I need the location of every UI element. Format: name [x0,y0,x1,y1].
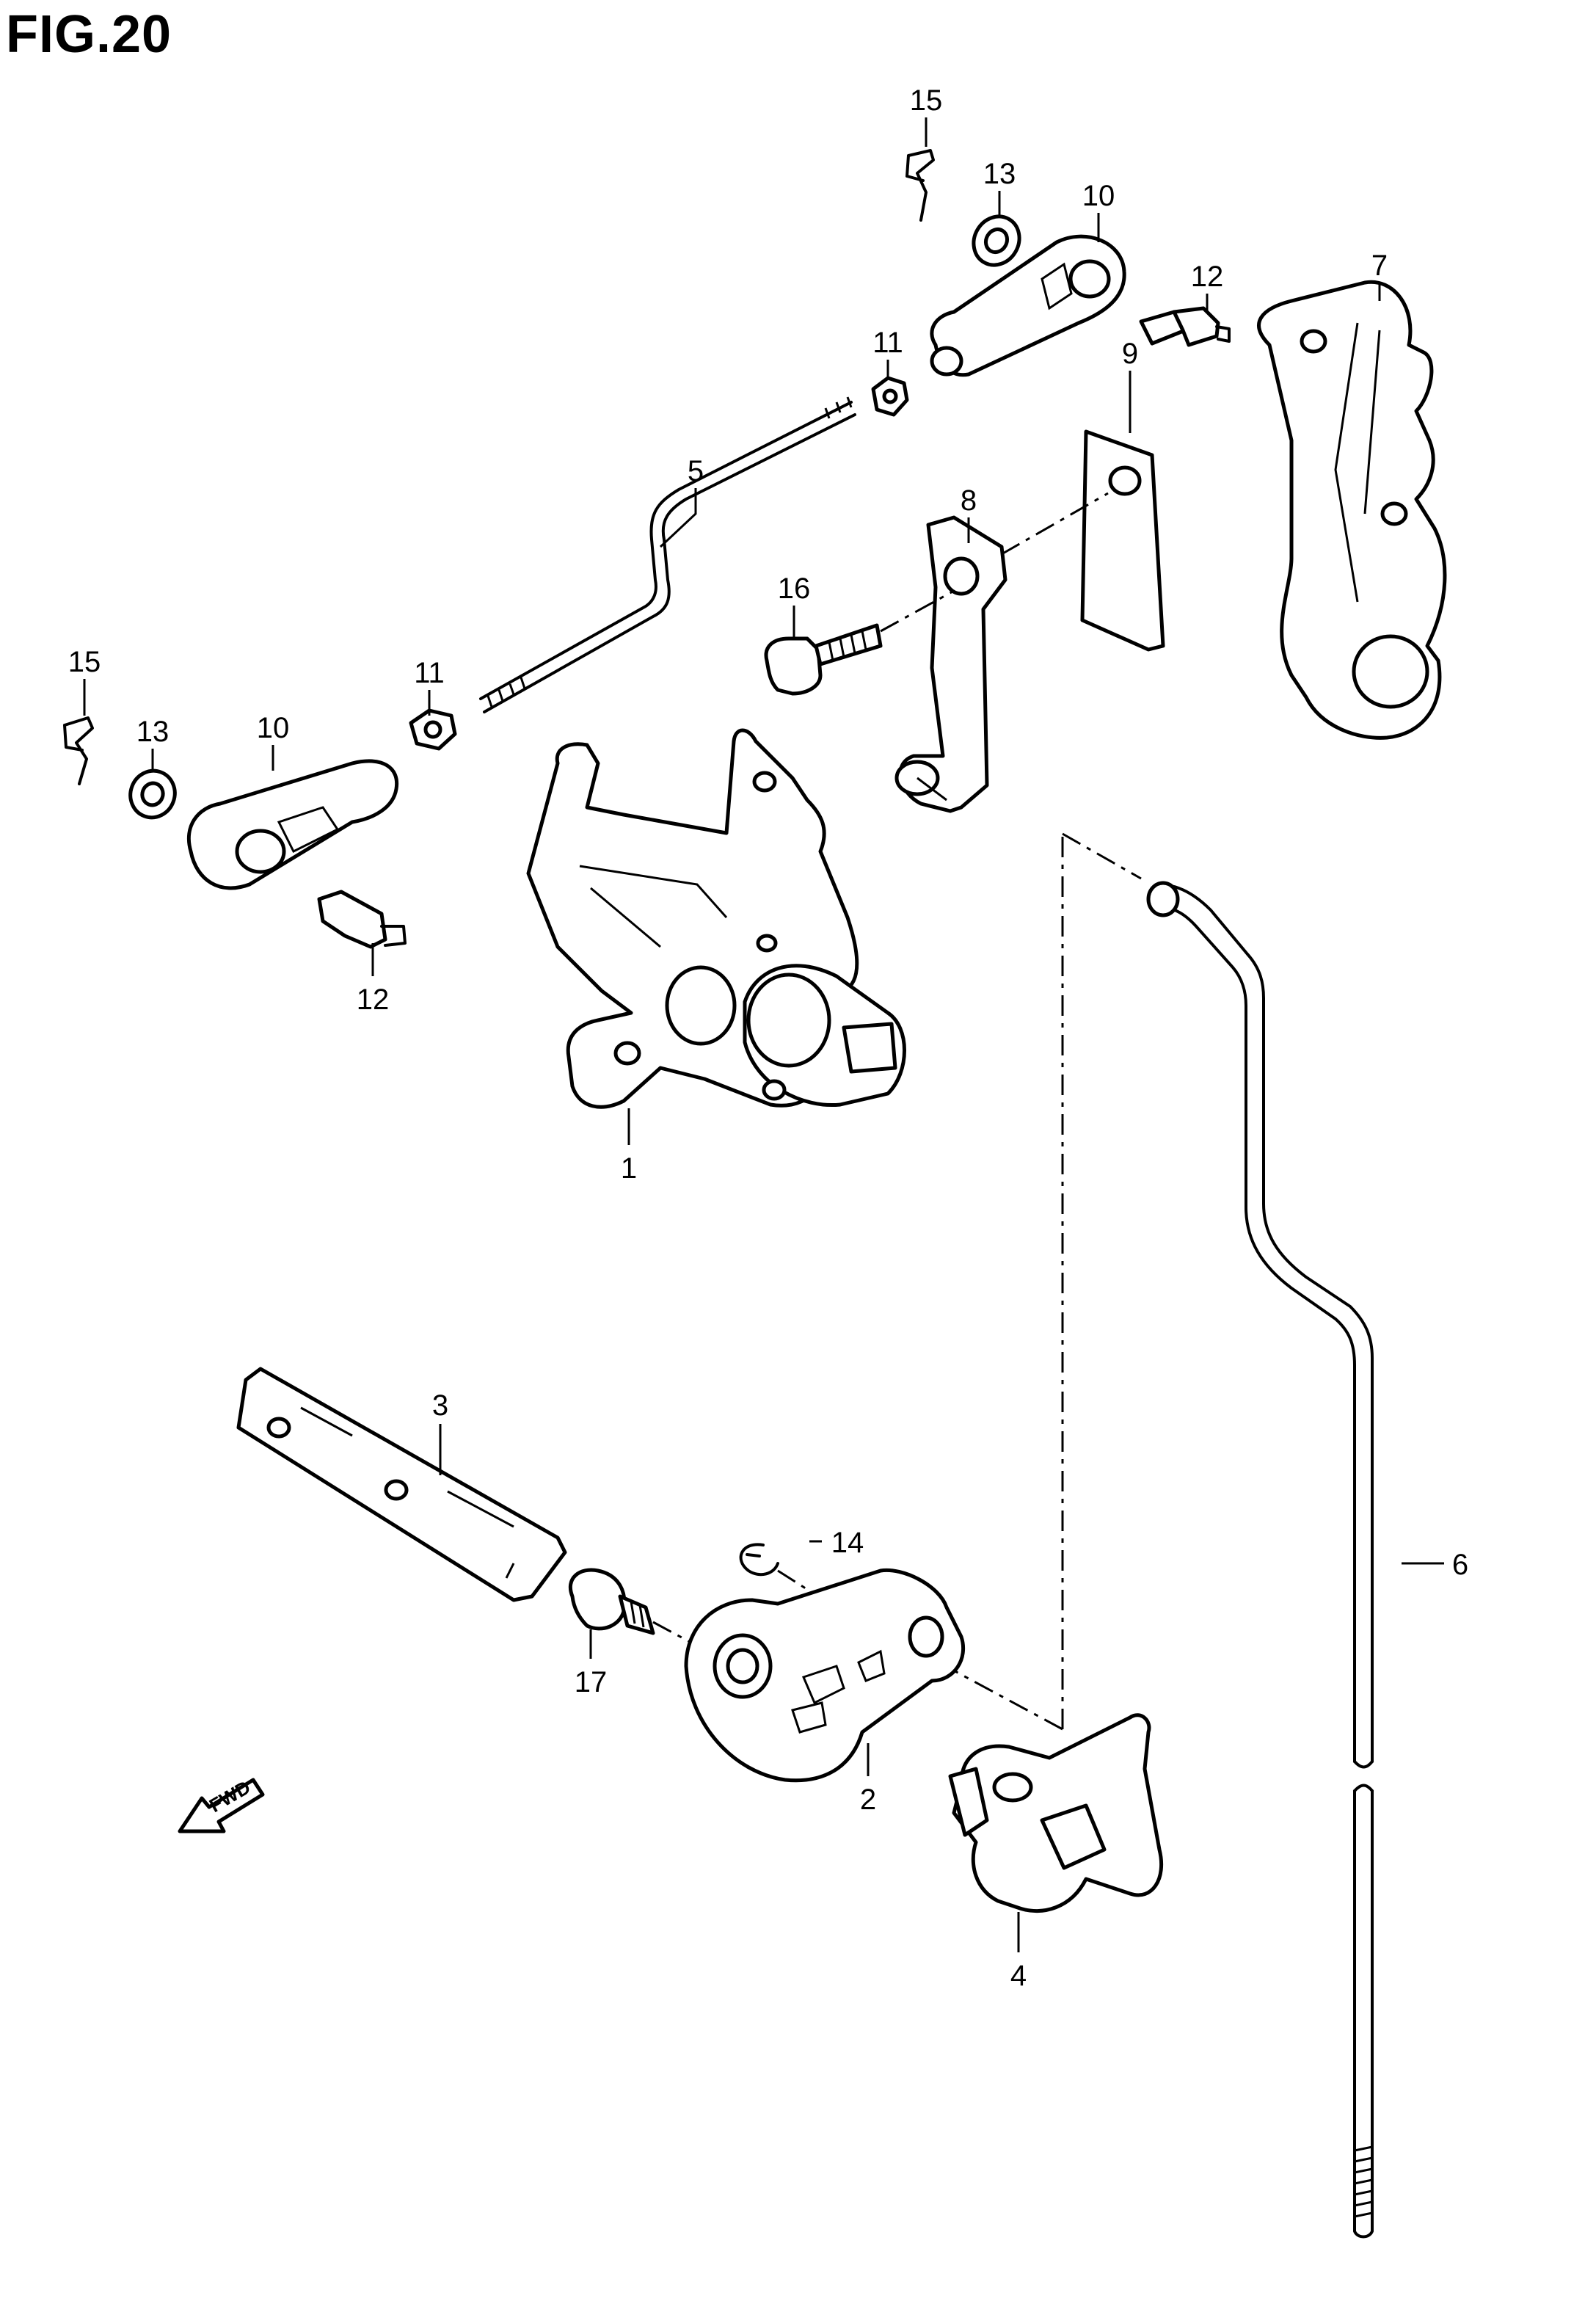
part-5-rod [479,396,856,713]
callout-11-top: 11 [872,327,903,359]
part-14-e-clip [739,1543,779,1577]
callout-17: 17 [575,1666,608,1698]
fwd-arrow: FWD [178,1776,265,1833]
callout-3: 3 [432,1389,448,1422]
part-13-washer-top [972,214,1021,267]
callout-10-top: 10 [1082,180,1115,212]
part-15-clip-lower [63,716,94,785]
part-10-rod-end-top [930,234,1126,377]
part-4-cam [948,1713,1164,1913]
part-6-alignment-line-top [1062,832,1142,880]
part-13-washer-lower [128,768,177,820]
callout-11-lower: 11 [414,657,445,689]
callout-5: 5 [688,455,704,487]
part-12-pin-lower [317,890,407,949]
callout-1: 1 [621,1152,637,1185]
callout-10-lower: 10 [257,712,290,744]
part-8-lever-plate [894,515,1007,813]
part-6-long-rod [1146,881,1374,2239]
callout-12-lower: 12 [357,984,390,1016]
figure-title: FIG.20 [6,5,172,64]
callout-13-lower: 13 [136,716,170,748]
leader-lines [83,117,1444,1952]
callout-4: 4 [1010,1960,1027,1992]
callout-8: 8 [961,484,977,517]
part-7-bracket [1257,280,1447,740]
callout-13-top: 13 [983,158,1016,190]
part-8-9-alignment-line [1001,492,1109,556]
part-11-nut-lower [409,708,457,751]
callout-6: 6 [1452,1549,1468,1581]
part-2-lever [684,1568,966,1783]
part-9-plate [1080,429,1165,652]
part-12-pin-top [1139,306,1231,347]
part-11-nut-top [871,376,909,417]
callout-numbers: 1 2 3 4 5 6 7 8 9 10 10 11 11 12 12 13 1… [68,84,1468,1992]
callout-9: 9 [1122,338,1138,370]
callout-16: 16 [778,572,811,605]
callout-15-lower: 15 [68,646,101,678]
part-3-bar [236,1367,567,1602]
callout-7: 7 [1371,250,1388,282]
callout-12-top: 12 [1191,261,1224,293]
callout-15-top: 15 [910,84,943,117]
part-17-bolt [569,1568,655,1635]
callout-14: 14 [831,1527,864,1559]
part-1-main-bracket [526,728,906,1109]
part-16-bolt [764,623,883,696]
part-15-clip-top [906,149,935,222]
part-16-alignment-line [880,589,955,633]
callout-2: 2 [860,1784,876,1816]
part-10-rod-end-lower [186,759,399,890]
